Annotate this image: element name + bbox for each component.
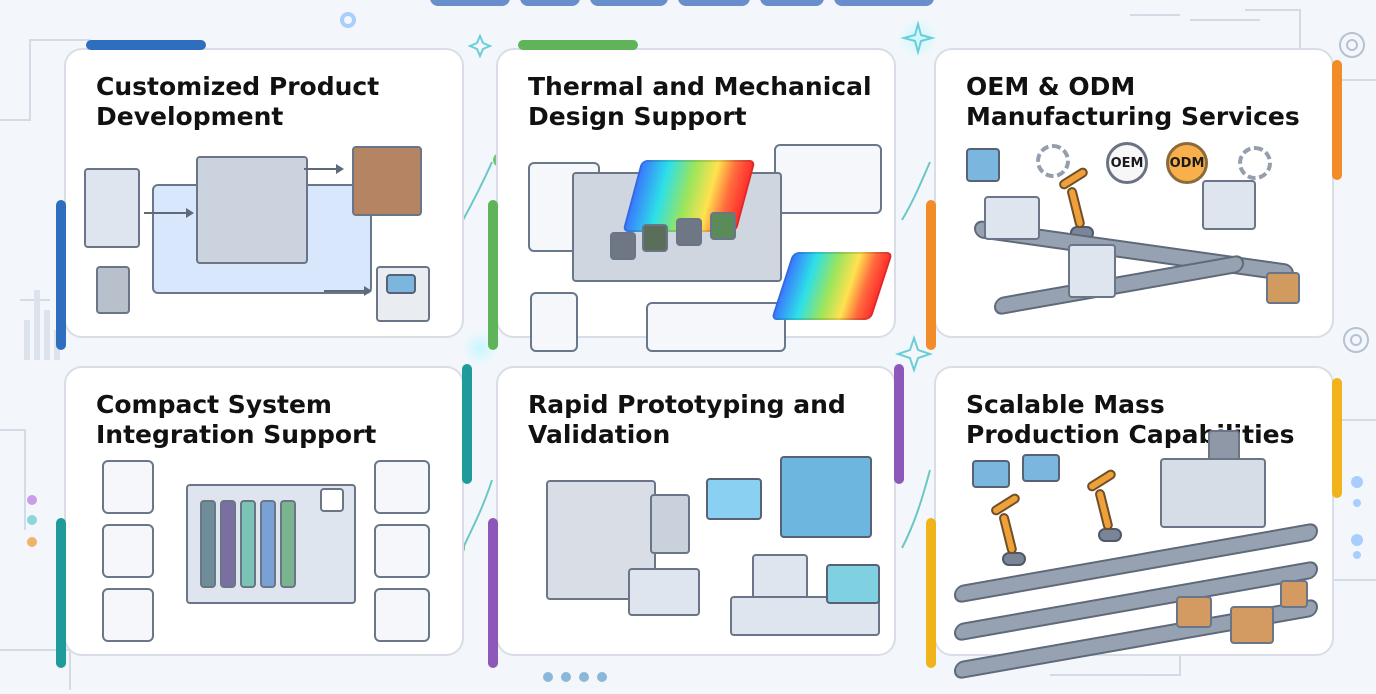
card-scalable-mass-production-capabilities: Scalable Mass Production Capabilities — [926, 366, 1342, 681]
system-integration-illustration — [84, 460, 448, 644]
card-oem-odm-manufacturing-services: OEM & ODM Manufacturing Services OEM ODM — [926, 48, 1342, 350]
transformer-development-illustration — [84, 142, 448, 326]
thermal-design-illustration — [516, 142, 894, 352]
card-title: Compact System Integration Support — [96, 390, 377, 449]
manufacturing-line-illustration: OEM ODM — [954, 142, 1318, 326]
card-accent-right — [1332, 60, 1342, 180]
card-title: Scalable Mass Production Capabilities — [966, 390, 1295, 449]
mass-production-illustration — [954, 430, 1318, 681]
card-accent-left — [56, 518, 66, 668]
card-accent-left — [56, 200, 66, 350]
prototyping-validation-illustration — [516, 456, 880, 644]
card-accent-right — [1332, 378, 1342, 498]
card-title: OEM & ODM Manufacturing Services — [966, 72, 1300, 131]
card-accent-top — [518, 40, 638, 50]
card-rapid-prototyping-validation: Rapid Prototyping and Validation — [488, 364, 904, 668]
card-customized-product-development: Customized Product Development — [56, 40, 464, 350]
card-accent-right — [894, 364, 904, 484]
card-accent-left — [488, 200, 498, 350]
card-accent-right — [462, 364, 472, 484]
card-title: Rapid Prototyping and Validation — [528, 390, 846, 449]
card-title: Customized Product Development — [96, 72, 380, 131]
card-compact-system-integration-support: Compact System Integration Support — [56, 364, 472, 668]
card-accent-left — [488, 518, 498, 668]
card-accent-left — [926, 200, 936, 350]
oem-badge: OEM — [1106, 142, 1148, 184]
card-thermal-mechanical-design-support: Thermal and Mechanical Design Support — [488, 40, 896, 352]
card-accent-left — [926, 518, 936, 668]
card-accent-top — [86, 40, 206, 50]
odm-badge: ODM — [1166, 142, 1208, 184]
header-title-fragment — [430, 0, 950, 14]
card-title: Thermal and Mechanical Design Support — [528, 72, 872, 131]
